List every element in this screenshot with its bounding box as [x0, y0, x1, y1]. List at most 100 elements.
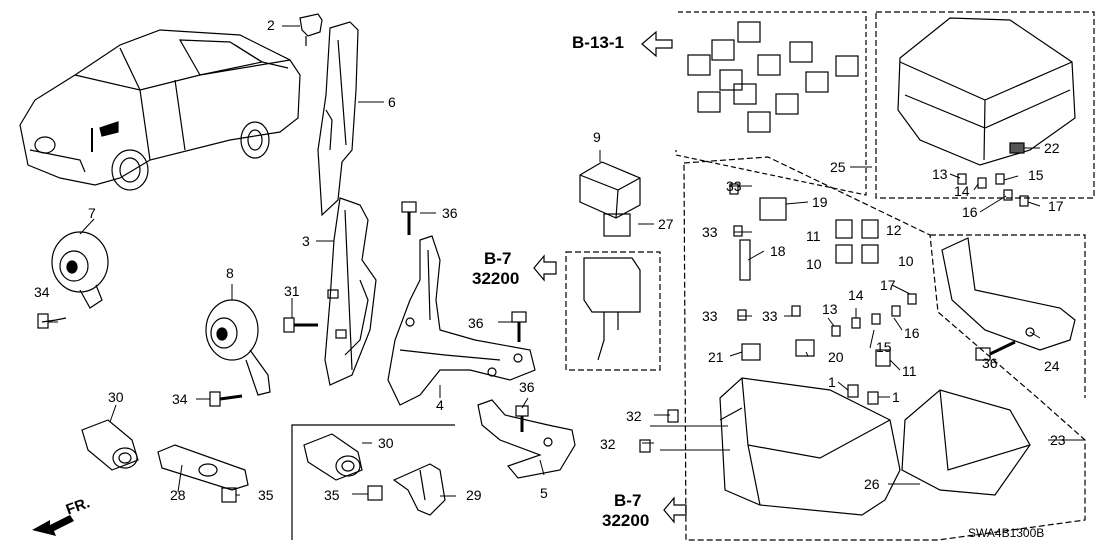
callout-33a: 33: [726, 178, 742, 194]
callout-33d: 33: [762, 308, 778, 324]
ref-b7a: B-7: [484, 249, 512, 268]
bolt-36a: [401, 201, 417, 235]
callout-17b: 17: [880, 277, 896, 293]
bolt-34a: [37, 313, 67, 329]
part-holder-29: [392, 463, 446, 516]
callout-36d: 36: [982, 355, 998, 371]
callout-16a: 16: [962, 204, 978, 220]
callout-6: 6: [388, 94, 396, 110]
bracket-24: [941, 237, 1076, 351]
relay-kit-group: [675, 11, 867, 196]
callout-27: 27: [658, 216, 674, 232]
callout-15a: 15: [1028, 167, 1044, 183]
callout-25: 25: [830, 159, 846, 175]
callout-1a: 1: [828, 374, 836, 390]
callout-1b: 1: [892, 389, 900, 405]
callout-15b: 15: [876, 339, 892, 355]
callout-20: 20: [828, 349, 844, 365]
part-clip-35a: [221, 487, 237, 503]
callout-17a: 17: [1048, 198, 1064, 214]
callout-11b: 11: [902, 363, 917, 379]
callout-35b: 35: [324, 487, 340, 503]
callout-14b: 14: [848, 287, 864, 303]
ref-b7b: B-7: [614, 491, 642, 510]
callout-13a: 13: [932, 166, 948, 182]
callout-5: 5: [540, 485, 548, 501]
inset-frame: [291, 424, 455, 540]
callout-24: 24: [1044, 358, 1060, 374]
callout-16b: 16: [904, 325, 920, 341]
callout-30b: 30: [378, 435, 394, 451]
part-horn-8: [205, 299, 271, 396]
bolt-36b: [511, 311, 527, 342]
part-harness-28: [157, 444, 249, 491]
part-clip-2: [299, 13, 323, 46]
part-clip-35b: [367, 485, 383, 501]
part-horn-7: [51, 231, 109, 309]
callout-34b: 34: [172, 391, 188, 407]
part-bracket-5: [477, 399, 576, 479]
callout-23: 23: [1050, 432, 1066, 448]
callout-28: 28: [170, 487, 186, 503]
bolt-34b: [209, 391, 243, 407]
diagram-code: SWA4B1300B: [968, 526, 1045, 540]
callout-13b: 13: [822, 301, 838, 317]
relay-kit-relays: [687, 21, 859, 133]
ref-b7b-part: 32200: [602, 511, 650, 530]
callout-11a: 11: [806, 228, 821, 244]
fuse-box-body: [719, 377, 901, 516]
callout-29: 29: [466, 487, 482, 503]
callout-7: 7: [88, 205, 96, 221]
fuse-box-small-parts: [639, 183, 917, 453]
callout-32a: 32: [626, 408, 642, 424]
ref-arrow-b7a-icon: [533, 254, 557, 282]
callout-32b: 32: [600, 436, 616, 452]
callout-10a: 10: [806, 256, 822, 272]
callout-33c: 33: [702, 308, 718, 324]
callout-12: 12: [886, 222, 902, 238]
part-cover-6: [317, 21, 359, 217]
ref-b13: B-13-1: [572, 33, 624, 52]
callout-3: 3: [302, 233, 310, 249]
callout-2: 2: [267, 17, 275, 33]
part-connector-30a: [81, 419, 139, 471]
callout-35a: 35: [258, 487, 274, 503]
vehicle-illustration: [19, 29, 301, 191]
callout-19: 19: [812, 194, 828, 210]
part-bracket-3: [324, 197, 377, 386]
callout-34a: 34: [34, 284, 50, 300]
ref-arrow-b13-icon: [641, 30, 673, 58]
fuse-22: [1009, 142, 1025, 154]
callout-8: 8: [226, 265, 234, 281]
bolt-36c: [515, 405, 529, 432]
callout-36b: 36: [468, 315, 484, 331]
part-relay-9: [579, 161, 641, 219]
part-bracket-4: [387, 235, 536, 406]
callout-26: 26: [864, 476, 880, 492]
fuses-cover-mini: [957, 173, 1029, 207]
cover-group-25: [875, 11, 1095, 199]
fuse-box-lower-cover-26: [901, 389, 1031, 496]
callout-9: 9: [593, 129, 601, 145]
callout-36c: 36: [519, 379, 535, 395]
relay-inset: [565, 251, 661, 371]
leader-lines: [48, 25, 1085, 497]
callout-30a: 30: [108, 389, 124, 405]
front-arrow-icon: [32, 515, 74, 536]
bolt-31: [283, 317, 318, 333]
callout-36a: 36: [442, 205, 458, 221]
fuse-box-group: [683, 156, 1086, 541]
callout-14a: 14: [954, 183, 970, 199]
callout-21: 21: [708, 349, 724, 365]
ref-b7a-part: 32200: [472, 269, 520, 288]
callout-33b: 33: [702, 224, 718, 240]
callout-10b: 10: [898, 253, 914, 269]
callout-22: 22: [1044, 140, 1060, 156]
part-relay-27: [603, 213, 631, 237]
callout-4: 4: [436, 397, 444, 413]
part-connector-30b: [303, 433, 363, 481]
callout-31: 31: [284, 283, 300, 299]
ref-arrow-b7b-icon: [663, 496, 687, 524]
callout-18: 18: [770, 243, 786, 259]
